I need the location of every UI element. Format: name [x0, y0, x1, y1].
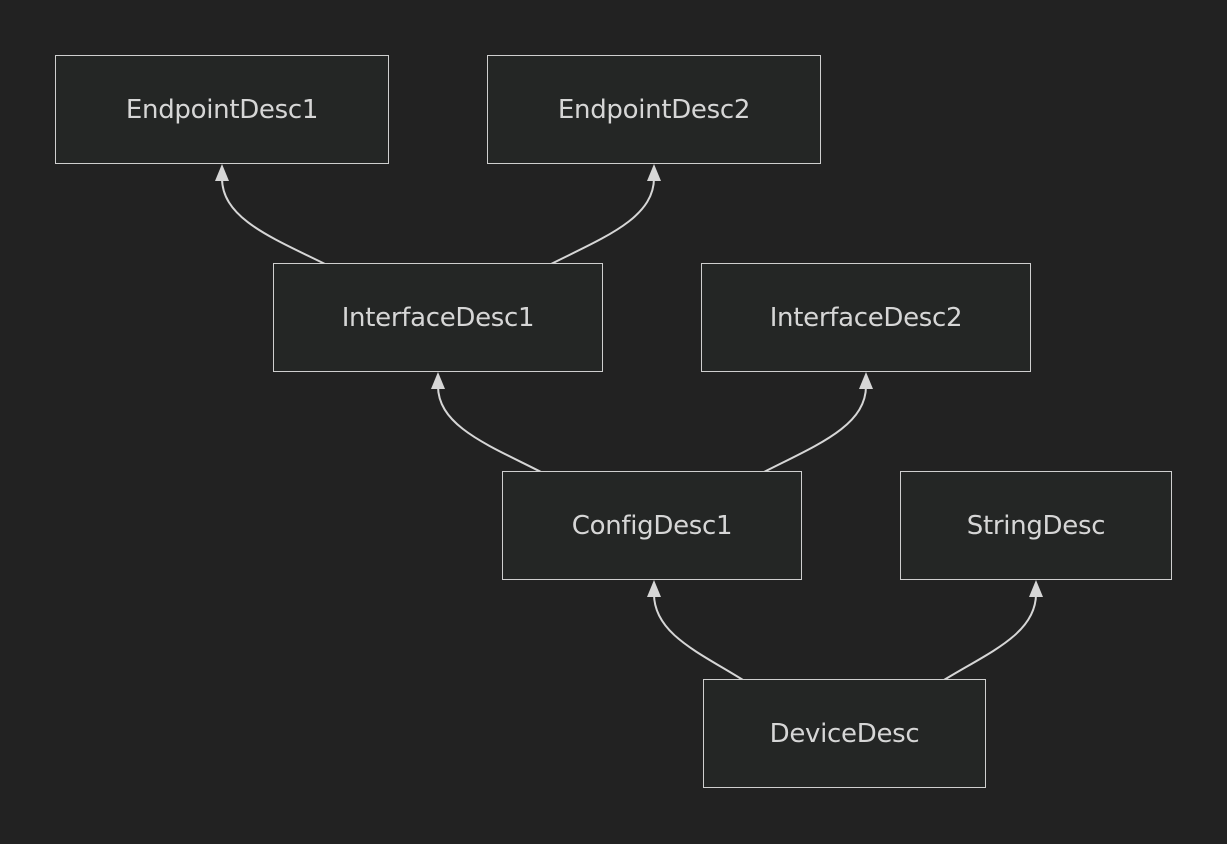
node-config-desc1: ConfigDesc1 [502, 471, 802, 580]
node-interface-desc1: InterfaceDesc1 [273, 263, 603, 372]
node-label: ConfigDesc1 [571, 510, 733, 541]
edge-device-to-string [943, 593, 1037, 681]
arrowhead-endpoint2 [647, 164, 661, 181]
node-interface-desc2: InterfaceDesc2 [701, 263, 1031, 372]
edge-config1-to-interface1 [437, 385, 542, 473]
arrowhead-interface1 [431, 372, 445, 389]
node-label: StringDesc [966, 510, 1106, 541]
node-string-desc: StringDesc [900, 471, 1172, 580]
node-label: InterfaceDesc1 [341, 302, 535, 333]
node-endpoint-desc2: EndpointDesc2 [487, 55, 821, 164]
arrowhead-string [1029, 580, 1043, 597]
node-label: InterfaceDesc2 [769, 302, 963, 333]
edge-interface1-to-endpoint2 [550, 177, 655, 265]
node-device-desc: DeviceDesc [703, 679, 986, 788]
node-endpoint-desc1: EndpointDesc1 [55, 55, 389, 164]
arrowhead-config1 [647, 580, 661, 597]
arrowhead-interface2 [859, 372, 873, 389]
edge-interface1-to-endpoint1 [221, 177, 326, 265]
edge-device-to-config1 [653, 593, 744, 681]
node-label: EndpointDesc1 [125, 94, 319, 125]
node-label: EndpointDesc2 [557, 94, 751, 125]
node-label: DeviceDesc [769, 718, 920, 749]
edge-config1-to-interface2 [763, 385, 867, 473]
arrowhead-endpoint1 [215, 164, 229, 181]
